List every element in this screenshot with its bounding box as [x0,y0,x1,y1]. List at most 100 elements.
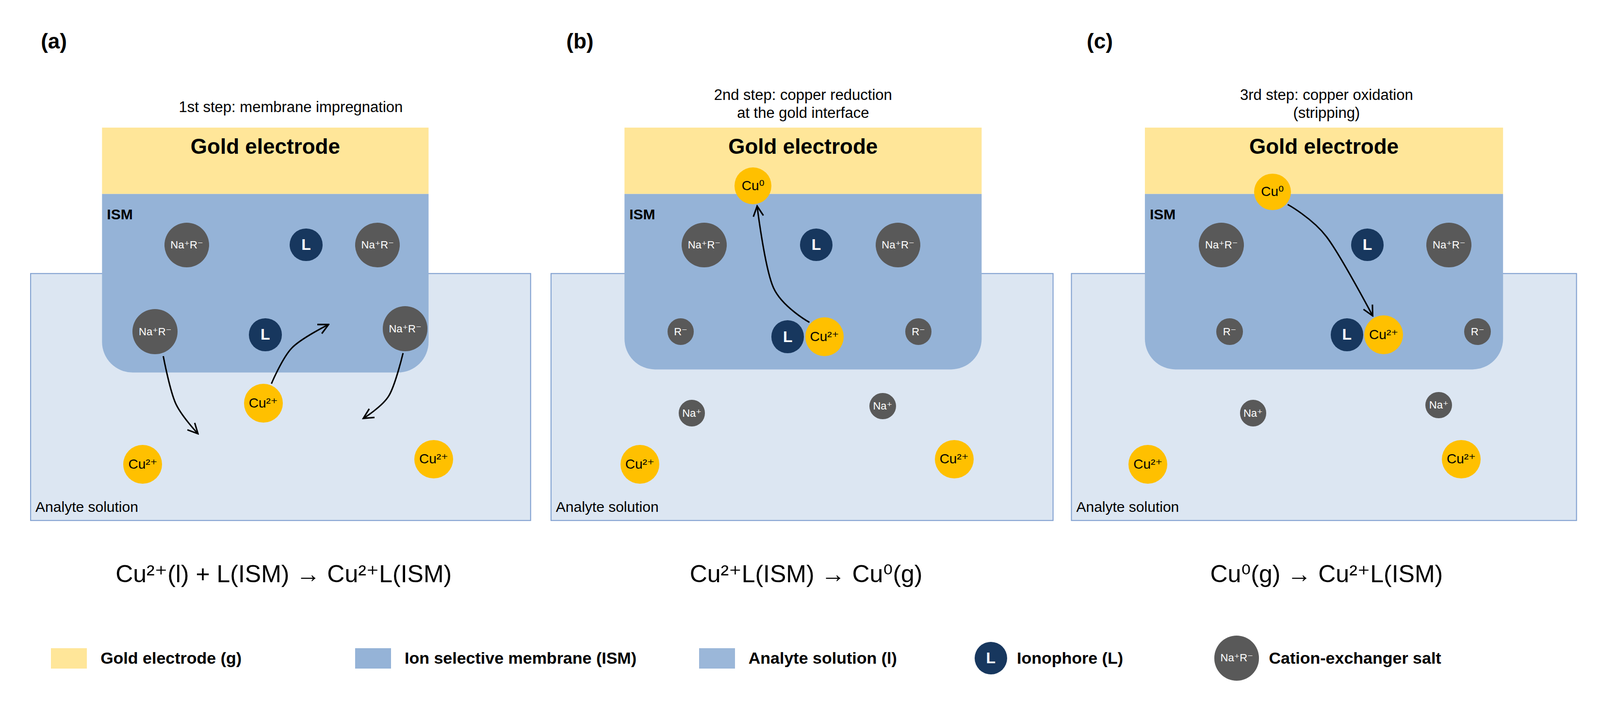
cation-exchanger-circle: Na⁺R⁻ [875,222,921,268]
node-text: L [811,235,822,254]
node-text: Na⁺R⁻ [170,238,203,251]
copper-ion-circle: Cu²⁺ [244,383,283,423]
copper-ion-circle: Cu²⁺ [934,440,974,479]
node-text: Na⁺R⁻ [138,325,172,338]
membrane-fill [1144,194,1503,370]
solution-region: Analyte solution Na⁺ Na⁺ Cu²⁺ Cu²⁺ [551,273,1054,521]
node-text: ISM [106,206,133,224]
node-text: Cu²⁺ [1133,456,1163,473]
step-title: 2nd step: copper reduction at the gold i… [709,85,897,122]
node-text: Gold electrode [1249,134,1399,160]
legend-text: Analyte solution (l) [748,648,898,668]
ionophore-circle: L [289,228,323,262]
membrane-region: ISM Na⁺R⁻ L Na⁺R⁻ R⁻ L Cu²⁺ R⁻ [1144,194,1503,370]
membrane-region: ISM Na⁺R⁻ L Na⁺R⁻ R⁻ L Cu²⁺ R⁻ [624,194,982,370]
electrode-fill [1144,127,1503,195]
node-text: Gold electrode [190,134,341,160]
node-text: Gold electrode [728,134,878,160]
cation-exchanger-circle: Na⁺R⁻ [355,222,401,268]
free-ion-circle: R⁻ [1216,318,1243,345]
free-ion-circle: Na⁺ [1425,391,1453,419]
panel-label: (c) [1086,28,1113,55]
node-text: Cu⁰ [1260,183,1284,200]
legend-item: Gold electrode (g) [50,648,242,669]
membrane-region: ISM Na⁺R⁻ L Na⁺R⁻ Na⁺R⁻ L Na⁺R⁻ [101,194,429,373]
solution-region: Analyte solution Na⁺ Na⁺ Cu²⁺ Cu²⁺ [1071,273,1577,521]
node-text: R⁻ [1223,325,1237,338]
node-text: L [1342,325,1353,344]
copper-atom-circle: Cu⁰ [1254,173,1291,211]
node-text: Na⁺ [1243,407,1263,420]
legend-item: Ion selective membrane (ISM) [355,648,637,669]
ionophore-circle: L [771,320,804,353]
copper-ion-circle: Cu²⁺ [1128,444,1168,484]
ionophore-circle: L [800,228,833,262]
gold-electrode: Gold electrode [624,127,982,195]
free-ion-circle: Na⁺ [678,399,706,427]
node-text: Cu²⁺ [1446,451,1476,467]
node-text: ISM [1149,206,1176,224]
node-text: Cu⁰ [741,178,765,194]
ionophore-circle: L [248,318,282,351]
legend-swatch [50,648,87,669]
node-text: Analyte solution [35,498,139,516]
node-text: Cu²⁺ [1369,326,1399,343]
cation-exchanger-circle: Na⁺R⁻ [1198,222,1244,268]
ionophore-circle: L [1351,228,1384,262]
copper-ion-circle: Cu²⁺ [1441,440,1481,479]
free-ion-circle: R⁻ [1464,318,1491,345]
copper-ion-circle: Cu²⁺ [1364,315,1404,355]
node-text: Analyte solution [1076,498,1179,516]
node-text: ISM [629,206,655,224]
cation-exchanger-circle: Na⁺R⁻ [1426,222,1472,268]
free-ion-circle: R⁻ [667,318,695,345]
node-text: Analyte solution [555,498,659,516]
membrane-fill [624,194,982,370]
panel-label: (b) [566,28,594,55]
legend-text: Gold electrode (g) [100,648,242,668]
gold-electrode: Gold electrode [1144,127,1503,195]
cation-exchanger-circle: Na⁺R⁻ [382,306,428,352]
reaction-equation: Cu⁰(g) → Cu²⁺L(ISM) [1209,559,1443,589]
node-text: Na⁺R⁻ [388,322,422,335]
gold-electrode: Gold electrode [101,127,429,195]
node-text: Na⁺ [872,399,893,412]
node-text: R⁻ [911,325,926,338]
free-ion-circle: Na⁺ [869,392,897,420]
node-text: Na⁺R⁻ [687,238,721,251]
copper-atom-circle: Cu⁰ [734,167,772,205]
legend-swatch [355,648,392,669]
reaction-arrow [1287,204,1373,317]
node-text: Na⁺R⁻ [361,238,394,251]
legend-swatch [699,648,735,669]
panel-label: (a) [40,28,67,55]
node-text: Cu²⁺ [810,328,840,345]
legend-item: Analyte solution (l) [699,648,898,669]
copper-ion-circle: Cu²⁺ [414,440,454,479]
legend-text: Ionophore (L) [1016,648,1124,668]
legend-text: Cation-exchanger salt [1268,648,1441,668]
node-text: L [301,235,311,254]
legend-sample: Na⁺R⁻ [1214,635,1260,681]
electrode-fill [624,127,982,195]
node-text: R⁻ [673,325,688,338]
node-text: Na⁺R⁻ [881,238,915,251]
free-ion-circle: Na⁺ [1240,399,1267,427]
node-text: Cu²⁺ [248,395,278,411]
node-text: Na⁺R⁻ [1205,238,1238,251]
node-text: Na⁺R⁻ [1432,238,1466,251]
node-text: Cu²⁺ [128,456,158,473]
free-ion-circle: R⁻ [905,318,932,345]
legend-sample: L [974,641,1008,675]
copper-ion-circle: Cu²⁺ [123,444,163,484]
movement-arrow [363,353,404,419]
legend-item: Cation-exchanger salt [1214,635,1442,681]
node-text: Na⁺ [1429,398,1449,411]
node-text: L [260,325,271,344]
cation-exchanger-circle: Na⁺R⁻ [681,222,727,268]
node-text: L [783,327,793,346]
movement-arrow [163,356,199,434]
legend-item: Ionophore (L) [974,641,1124,675]
cation-exchanger-circle: Na⁺R⁻ [132,309,178,355]
